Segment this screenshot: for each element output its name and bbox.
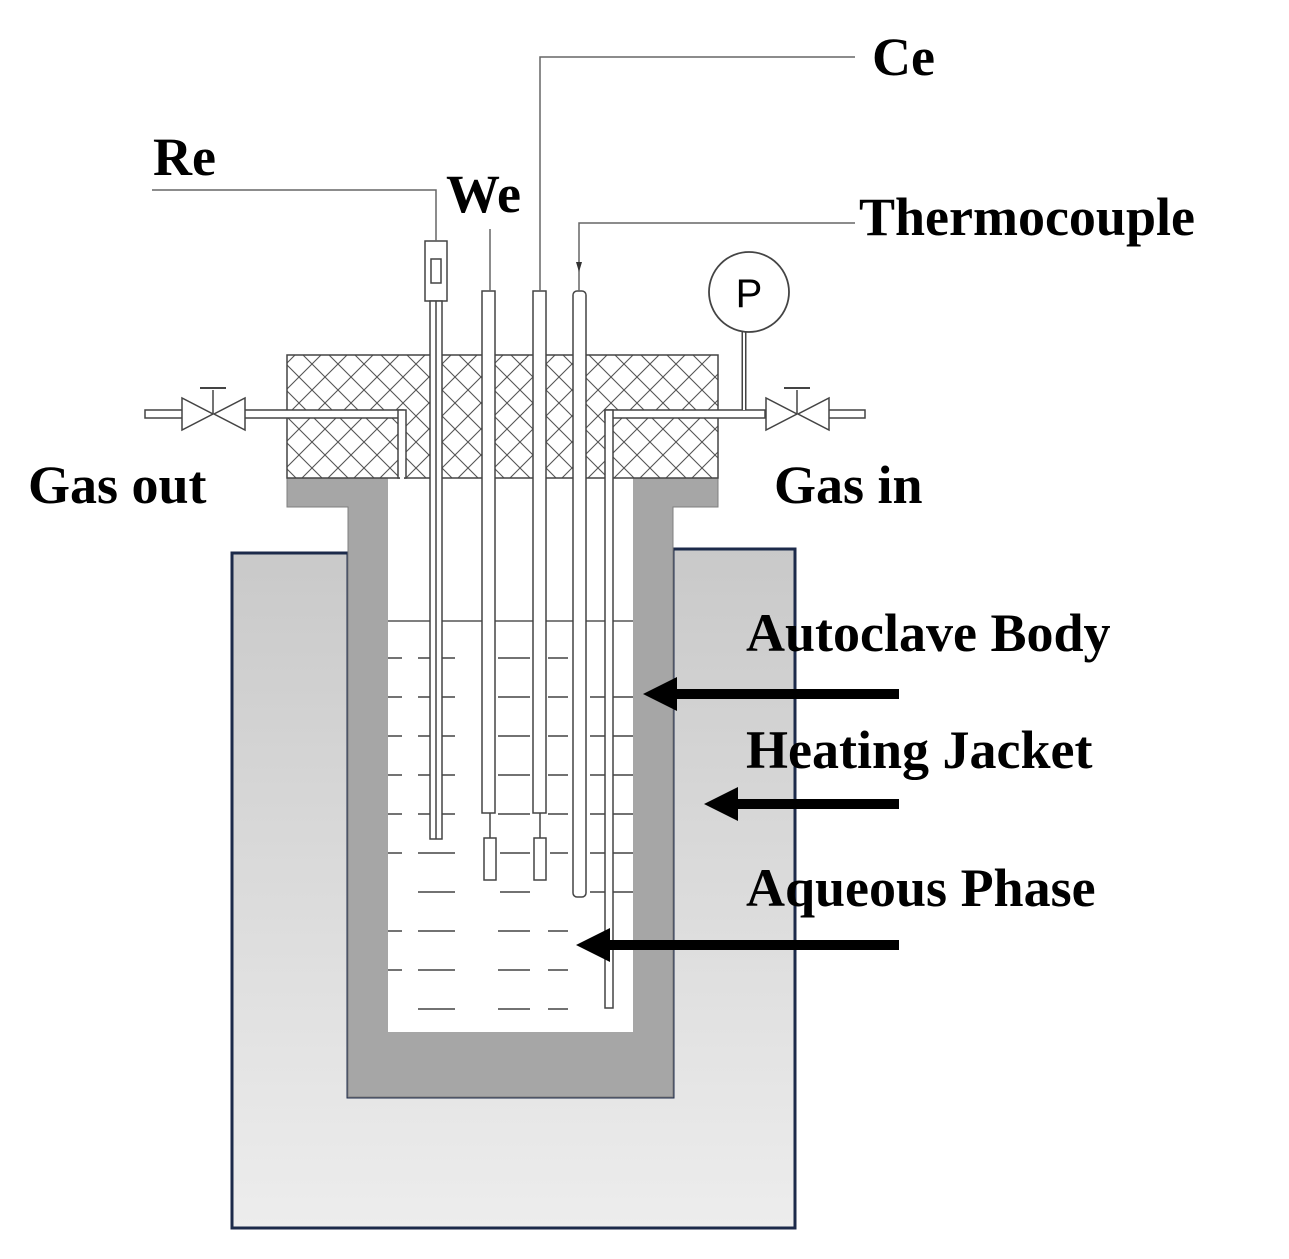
pressure-gauge-label: P bbox=[736, 272, 763, 316]
counter-electrode bbox=[532, 290, 547, 881]
pressure-gauge-icon: P bbox=[708, 251, 790, 410]
re-label: Re bbox=[153, 127, 216, 187]
heating-jacket-label: Heating Jacket bbox=[746, 720, 1092, 780]
thermocouple-label: Thermocouple bbox=[859, 187, 1195, 247]
aqueous-phase-arrow bbox=[576, 928, 899, 962]
we-label: We bbox=[446, 164, 521, 224]
aqueous-phase-label: Aqueous Phase bbox=[746, 858, 1096, 918]
autoclave-body-label: Autoclave Body bbox=[746, 603, 1111, 663]
working-electrode bbox=[481, 290, 497, 881]
heating-jacket-arrow bbox=[704, 787, 899, 821]
gas-in-pipe bbox=[604, 409, 866, 1009]
gas-in-label: Gas in bbox=[774, 455, 923, 515]
thermocouple-probe bbox=[572, 290, 587, 898]
gas-in-valve-icon bbox=[765, 387, 830, 432]
gas-out-valve-icon bbox=[181, 387, 246, 432]
gas-out-label: Gas out bbox=[28, 455, 207, 515]
thermocouple-marker bbox=[576, 262, 582, 272]
ce-label: Ce bbox=[872, 27, 935, 87]
reference-electrode bbox=[424, 240, 448, 840]
autoclave-body-arrow bbox=[643, 677, 899, 711]
arrows bbox=[576, 677, 899, 962]
